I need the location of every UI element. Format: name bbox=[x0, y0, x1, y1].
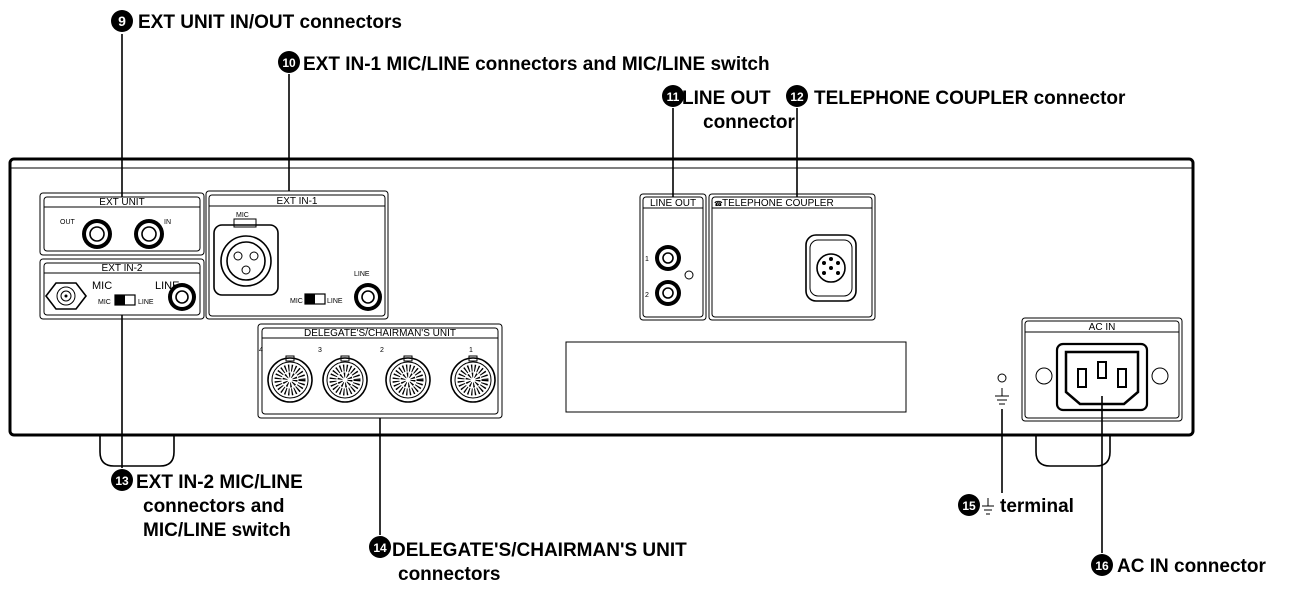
ext-unit-in-label: IN bbox=[164, 219, 171, 226]
line-out-1-label: 1 bbox=[645, 256, 649, 263]
callout-14-line2: connectors bbox=[398, 564, 500, 585]
telephone-coupler-title: TELEPHONE COUPLER bbox=[722, 198, 834, 209]
delegate-connector-3[interactable] bbox=[322, 355, 368, 403]
callout-16-text: AC IN connector bbox=[1117, 556, 1266, 577]
callout-10-number: 10 bbox=[282, 56, 296, 70]
callout-13-number: 13 bbox=[115, 474, 129, 488]
callout-11-line2: connector bbox=[703, 112, 795, 133]
callout-15: 15 terminal bbox=[958, 494, 1074, 517]
callout-15-number: 15 bbox=[962, 499, 976, 513]
delegate-connector-4[interactable] bbox=[267, 355, 313, 403]
name-plate bbox=[565, 341, 907, 413]
callout-16-number: 16 bbox=[1095, 559, 1109, 573]
ext-unit-out-label: OUT bbox=[60, 219, 76, 226]
callout-11: 11 LINE OUT connector bbox=[662, 85, 795, 133]
ext-in1-mic-label: MIC bbox=[236, 212, 249, 219]
callout-11-number: 11 bbox=[667, 90, 680, 104]
ext-in2-switch-mic: MIC bbox=[98, 299, 111, 306]
delegate-1-label: 1 bbox=[469, 347, 473, 354]
ext-in1-section: EXT IN-1 MIC LINE MIC LINE bbox=[205, 190, 389, 320]
callout-9-text: EXT UNIT IN/OUT connectors bbox=[138, 12, 402, 33]
ext-in1-mic-line-switch[interactable] bbox=[304, 293, 326, 305]
line-out-section: LINE OUT 1 2 bbox=[639, 193, 707, 321]
delegate-3-label: 3 bbox=[318, 347, 322, 354]
line-out-indicator bbox=[684, 270, 694, 280]
ext-in1-line-jack[interactable] bbox=[354, 283, 382, 311]
telephone-coupler-section: ☎ TELEPHONE COUPLER bbox=[708, 193, 876, 321]
ext-in1-xlr-jack[interactable] bbox=[213, 218, 279, 296]
callout-12-text: TELEPHONE COUPLER connector bbox=[814, 88, 1126, 109]
callout-15-text: terminal bbox=[1000, 496, 1074, 517]
delegate-unit-title: DELEGATE'S/CHAIRMAN'S UNIT bbox=[304, 328, 456, 339]
telephone-icon: ☎ bbox=[714, 200, 723, 208]
callout-16: 16 AC IN connector bbox=[1091, 554, 1266, 577]
callout-13-line2: connectors and bbox=[143, 496, 284, 517]
ext-unit-section: EXT UNIT OUT IN bbox=[39, 192, 205, 256]
callout-14: 14 DELEGATE'S/CHAIRMAN'S UNIT connectors bbox=[369, 536, 687, 585]
left-foot bbox=[99, 435, 175, 467]
delegate-connector-1[interactable] bbox=[450, 355, 496, 403]
ext-in1-switch-mic: MIC bbox=[290, 298, 303, 305]
ground-terminal[interactable] bbox=[995, 373, 1009, 405]
right-foot bbox=[1035, 435, 1111, 467]
ac-in-screw-left bbox=[1035, 367, 1053, 385]
ext-unit-out-jack[interactable] bbox=[82, 219, 112, 249]
delegate-connector-2[interactable] bbox=[385, 355, 431, 403]
callout-9: 9 EXT UNIT IN/OUT connectors bbox=[111, 10, 402, 33]
callout-10-text: EXT IN-1 MIC/LINE connectors and MIC/LIN… bbox=[303, 54, 770, 75]
ext-in2-mic-line-switch[interactable] bbox=[114, 294, 136, 306]
callout-11-line1: LINE OUT bbox=[682, 88, 771, 109]
ext-in1-title: EXT IN-1 bbox=[277, 196, 318, 207]
callout-13: 13 EXT IN-2 MIC/LINE connectors and MIC/… bbox=[111, 469, 303, 541]
line-out-1-jack[interactable] bbox=[655, 245, 681, 271]
ext-in2-mic-jack[interactable] bbox=[44, 282, 88, 310]
callout-14-number: 14 bbox=[373, 541, 387, 555]
delegate-2-label: 2 bbox=[380, 347, 384, 354]
callout-12-number: 12 bbox=[790, 90, 804, 104]
ext-in2-title: EXT IN-2 bbox=[102, 263, 143, 274]
ext-unit-title: EXT UNIT bbox=[99, 197, 144, 208]
ext-unit-in-jack[interactable] bbox=[134, 219, 164, 249]
callout-10: 10 EXT IN-1 MIC/LINE connectors and MIC/… bbox=[278, 51, 770, 75]
callout-9-number: 9 bbox=[118, 13, 126, 29]
ext-in1-switch-line: LINE bbox=[327, 298, 343, 305]
line-out-2-jack[interactable] bbox=[655, 280, 681, 306]
ext-in1-line-label: LINE bbox=[354, 271, 370, 278]
ext-in2-switch-line: LINE bbox=[138, 299, 154, 306]
ac-in-title: AC IN bbox=[1089, 322, 1116, 333]
telephone-coupler-jack[interactable] bbox=[805, 234, 857, 302]
line-out-title: LINE OUT bbox=[650, 198, 696, 209]
ac-in-screw-right bbox=[1151, 367, 1169, 385]
leader-lines bbox=[121, 34, 1103, 553]
callout-12: 12 TELEPHONE COUPLER connector bbox=[786, 85, 1126, 109]
callout-13-line1: EXT IN-2 MIC/LINE bbox=[136, 472, 303, 493]
delegate-unit-section: DELEGATE'S/CHAIRMAN'S UNIT 4 3 2 1 bbox=[257, 323, 503, 419]
callout-14-line1: DELEGATE'S/CHAIRMAN'S UNIT bbox=[392, 540, 687, 561]
chassis bbox=[8, 157, 1195, 467]
ext-in2-line-jack[interactable] bbox=[168, 283, 196, 311]
delegate-4-label: 4 bbox=[259, 347, 263, 354]
ext-in2-mic-label: MIC bbox=[92, 280, 112, 292]
ground-symbol-icon bbox=[982, 498, 994, 515]
callout-13-line3: MIC/LINE switch bbox=[143, 520, 291, 541]
line-out-2-label: 2 bbox=[645, 292, 649, 299]
